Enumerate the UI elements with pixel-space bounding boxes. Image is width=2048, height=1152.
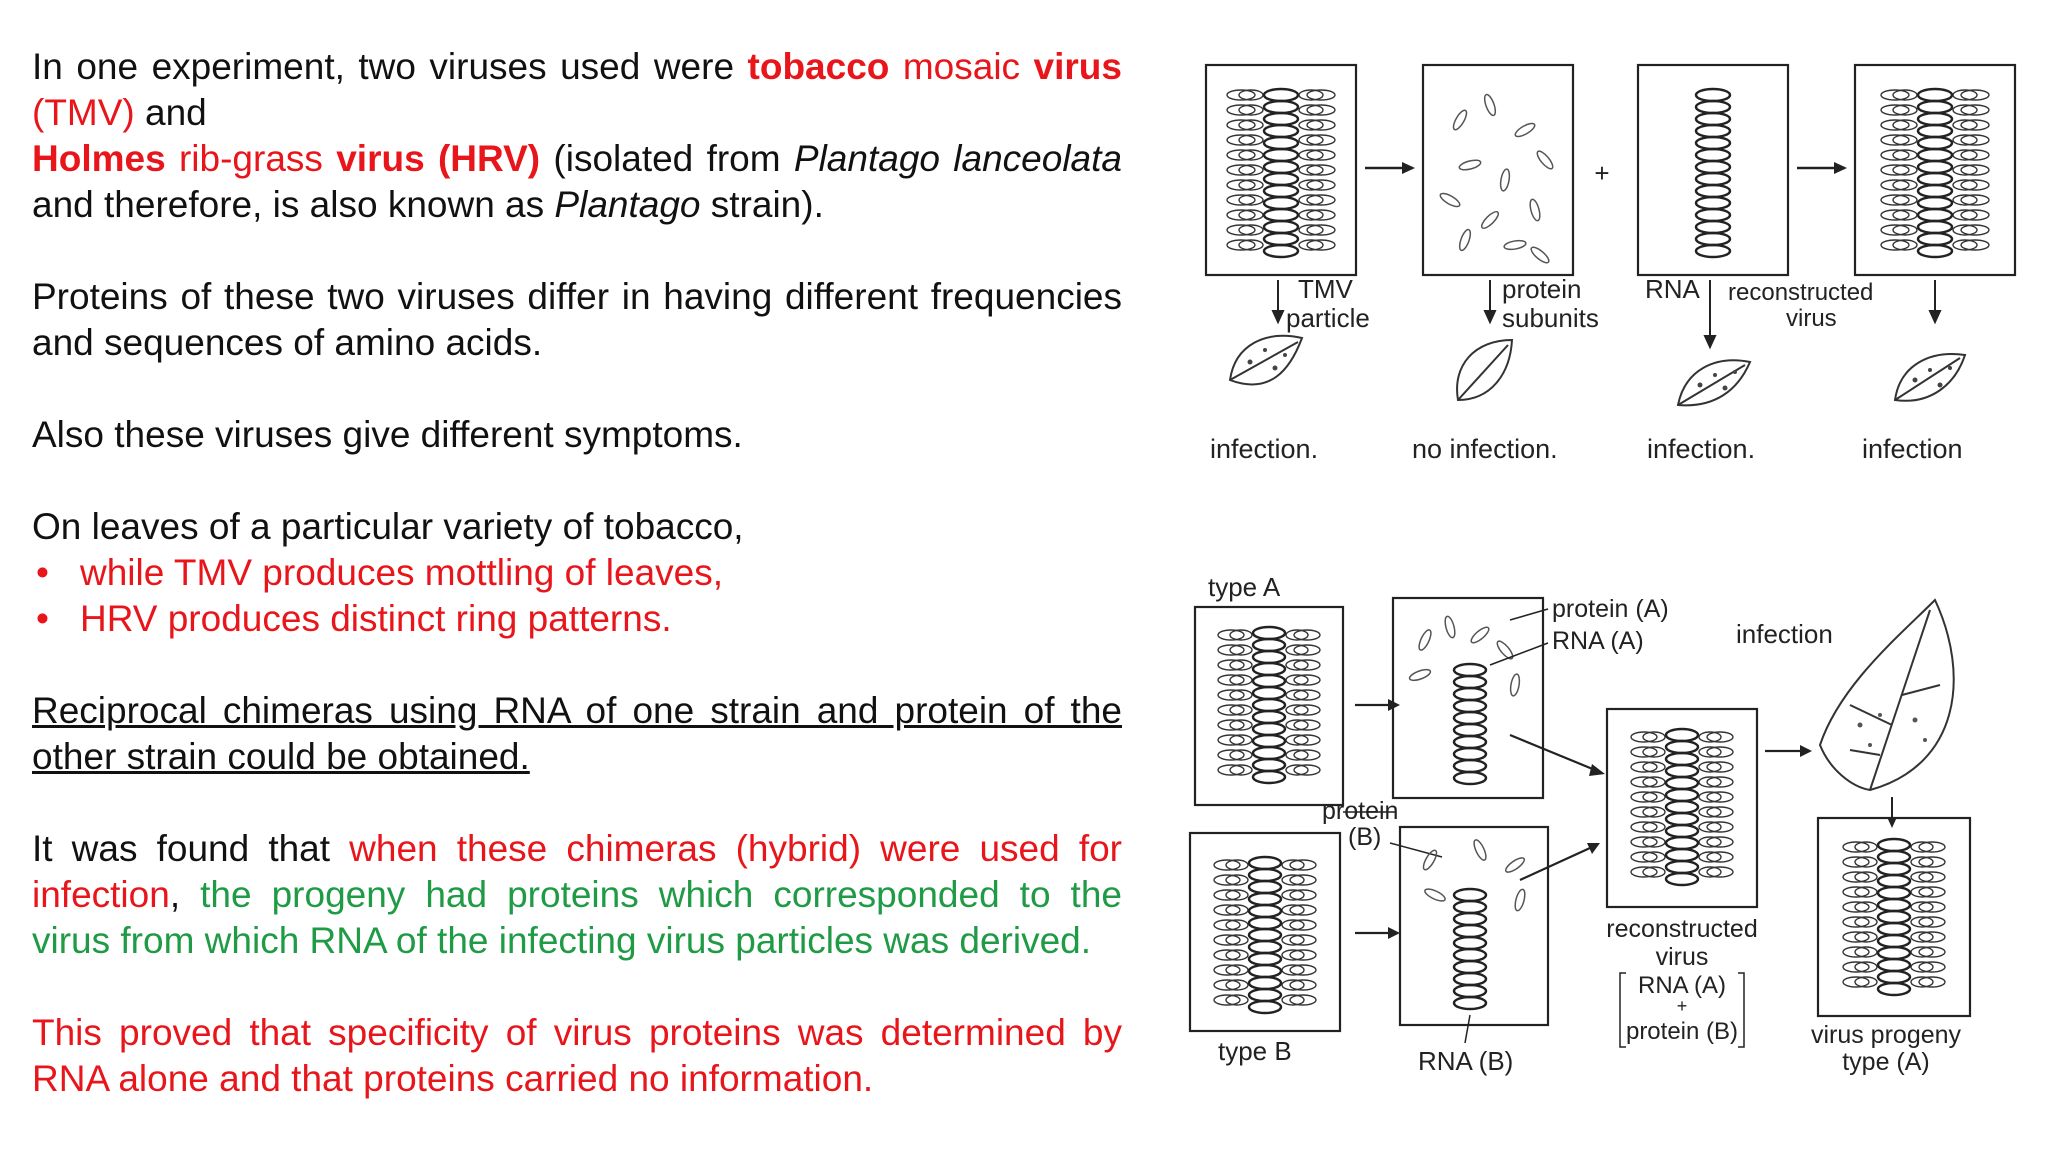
paragraph-leaves: On leaves of a particular variety of tob…	[32, 506, 744, 547]
paragraph-symptoms: Also these viruses give different sympto…	[32, 414, 743, 455]
leaf-spots	[1247, 348, 1952, 391]
paragraph-finding: It was found that when these chimeras (h…	[32, 826, 1122, 964]
text-span: (isolated from	[540, 138, 794, 179]
figure-tmv-reconstitution: + TMV particle protein subunits RNA reco…	[1190, 50, 2030, 485]
progeny-box	[1816, 816, 1972, 1018]
rna-a-coil	[1452, 662, 1488, 786]
type-b-virus-drawing	[1213, 855, 1317, 1015]
leaf-drawings	[1228, 334, 1967, 407]
protein-a-subunits	[1408, 615, 1521, 697]
label-virus-progeny: virus progeny	[1811, 1021, 1962, 1049]
infected-leaf-drawing	[1818, 598, 1955, 792]
label-virus: virus	[1656, 943, 1709, 971]
label-virus: virus	[1786, 305, 1837, 332]
label-rna: RNA	[1645, 274, 1701, 304]
label-type-a: type A	[1208, 572, 1281, 602]
type-a-virus-drawing	[1217, 625, 1321, 785]
tmv-particle-box	[1204, 63, 1358, 277]
tmv-particle-drawing	[1226, 87, 1336, 259]
label-type-a-progeny: type (A)	[1842, 1048, 1930, 1076]
text-span: and therefore, is also known as	[32, 184, 555, 225]
paragraph-chimeras: Reciprocal chimeras using RNA of one str…	[32, 690, 1122, 777]
label-subunits: subunits	[1502, 303, 1599, 333]
list-item: while TMV produces mottling of leaves,	[32, 550, 1122, 596]
label-mix-plus: +	[1677, 996, 1688, 1016]
rna-box	[1636, 63, 1790, 277]
highlight-green: the progeny had proteins which correspon…	[32, 874, 1122, 961]
term-hrv: virus (HRV)	[336, 138, 541, 179]
term-plantago-lanceolata: Plantago lanceolata	[793, 138, 1122, 179]
protein-subunits-box	[1421, 63, 1575, 277]
paragraph-conclusion: This proved that specificity of virus pr…	[32, 1012, 1122, 1099]
term-holmes: Holmes	[32, 138, 166, 179]
text-span: and	[134, 92, 207, 133]
reconstructed-virus-drawing	[1880, 87, 1990, 259]
plus-sign: +	[1594, 158, 1609, 188]
progeny-virus-drawing	[1842, 837, 1946, 997]
outcome-label: infection.	[1647, 434, 1755, 464]
reconstructed-virus-box	[1605, 707, 1759, 909]
term-rib-grass: rib-grass	[165, 138, 337, 179]
label-particle: particle	[1286, 303, 1370, 333]
outcome-label: infection	[1862, 434, 1963, 464]
label-protein-b-letter: (B)	[1348, 823, 1381, 851]
label-protein: protein	[1502, 274, 1582, 304]
paragraph-proteins: Proteins of these two viruses differ in …	[32, 276, 1122, 363]
label-mix-protein-b: protein (B)	[1626, 1018, 1738, 1045]
label-protein-b: protein	[1322, 797, 1398, 825]
label-type-b: type B	[1218, 1036, 1292, 1066]
label-reconstructed: reconstructed	[1606, 915, 1757, 943]
protein-subunits-drawing	[1439, 93, 1554, 264]
label-tmv: TMV	[1298, 274, 1354, 304]
infected-leaf-spots	[1857, 713, 1927, 747]
protein-b-subunits	[1422, 839, 1526, 912]
term-mosaic: mosaic	[889, 46, 1034, 87]
list-item: HRV produces distinct ring patterns.	[32, 596, 1122, 642]
rna-b-coil	[1452, 887, 1488, 1011]
type-a-split-box	[1391, 596, 1545, 800]
label-reconstructed: reconstructed	[1728, 279, 1873, 306]
text-span: strain).	[700, 184, 824, 225]
symptom-list: while TMV produces mottling of leaves, H…	[32, 550, 1122, 642]
rna-coil-drawing	[1694, 87, 1732, 259]
figure-chimera-experiment: type A protein (A) RNA (A) infection pro…	[1180, 565, 2000, 1110]
term-tobacco: tobacco	[747, 46, 890, 87]
label-protein-a: protein (A)	[1552, 595, 1669, 623]
type-b-split-box	[1398, 825, 1550, 1027]
label-rna-a: RNA (A)	[1552, 627, 1644, 655]
type-a-box	[1193, 605, 1345, 807]
label-mix-rna-a: RNA (A)	[1638, 972, 1726, 999]
text-column: In one experiment, two viruses used were…	[32, 44, 1122, 1148]
text-span: It was found that	[32, 828, 350, 869]
text-span: In one experiment, two viruses used were	[32, 46, 748, 87]
outcome-label: no infection.	[1412, 434, 1558, 464]
reconstructed-virus-box	[1853, 63, 2017, 277]
term-plantago: Plantago	[554, 184, 701, 225]
label-rna-b: RNA (B)	[1418, 1046, 1513, 1076]
label-infection: infection	[1736, 619, 1833, 649]
text-span: ,	[169, 874, 181, 915]
outcome-label: infection.	[1210, 434, 1318, 464]
paragraph-experiment: In one experiment, two viruses used were…	[32, 44, 1122, 228]
type-b-box	[1188, 831, 1342, 1033]
highlight-red: when these chimeras (hybrid) were used f…	[32, 828, 1122, 915]
term-virus: virus	[1033, 46, 1122, 87]
term-tmv: (TMV)	[32, 92, 135, 133]
reconstructed-virus-drawing	[1630, 727, 1734, 887]
